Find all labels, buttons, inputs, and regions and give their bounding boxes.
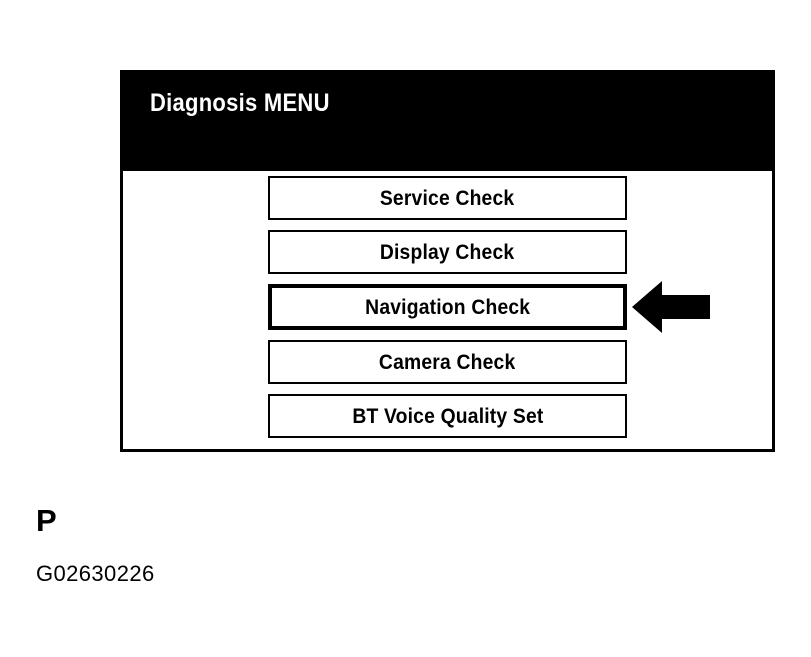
left-arrow-icon [632, 281, 710, 333]
menu-item-bt-voice-quality-set[interactable]: BT Voice Quality Set [268, 394, 627, 438]
menu-item-camera-check[interactable]: Camera Check [268, 340, 627, 384]
menu-item-display-check[interactable]: Display Check [268, 230, 627, 274]
menu-item-label: BT Voice Quality Set [351, 404, 544, 428]
title-bar: Diagnosis MENU [123, 73, 772, 171]
menu-item-label: Service Check [380, 186, 515, 210]
menu-item-label: Navigation Check [364, 295, 531, 319]
diagnosis-menu-panel: Diagnosis MENU Service Check Display Che… [120, 70, 775, 452]
page-title: Diagnosis MENU [150, 89, 330, 117]
menu-item-label: Display Check [380, 240, 515, 264]
figure-caption: P G02630226 [36, 505, 155, 585]
callout-arrow [632, 279, 712, 335]
menu-item-navigation-check[interactable]: Navigation Check [268, 284, 627, 330]
menu-item-service-check[interactable]: Service Check [268, 176, 627, 220]
menu-item-label: Camera Check [379, 350, 516, 374]
diagnosis-menu-list: Service Check Display Check Navigation C… [268, 176, 627, 448]
caption-letter: P [36, 503, 57, 538]
caption-figure-code: G02630226 [36, 561, 155, 586]
